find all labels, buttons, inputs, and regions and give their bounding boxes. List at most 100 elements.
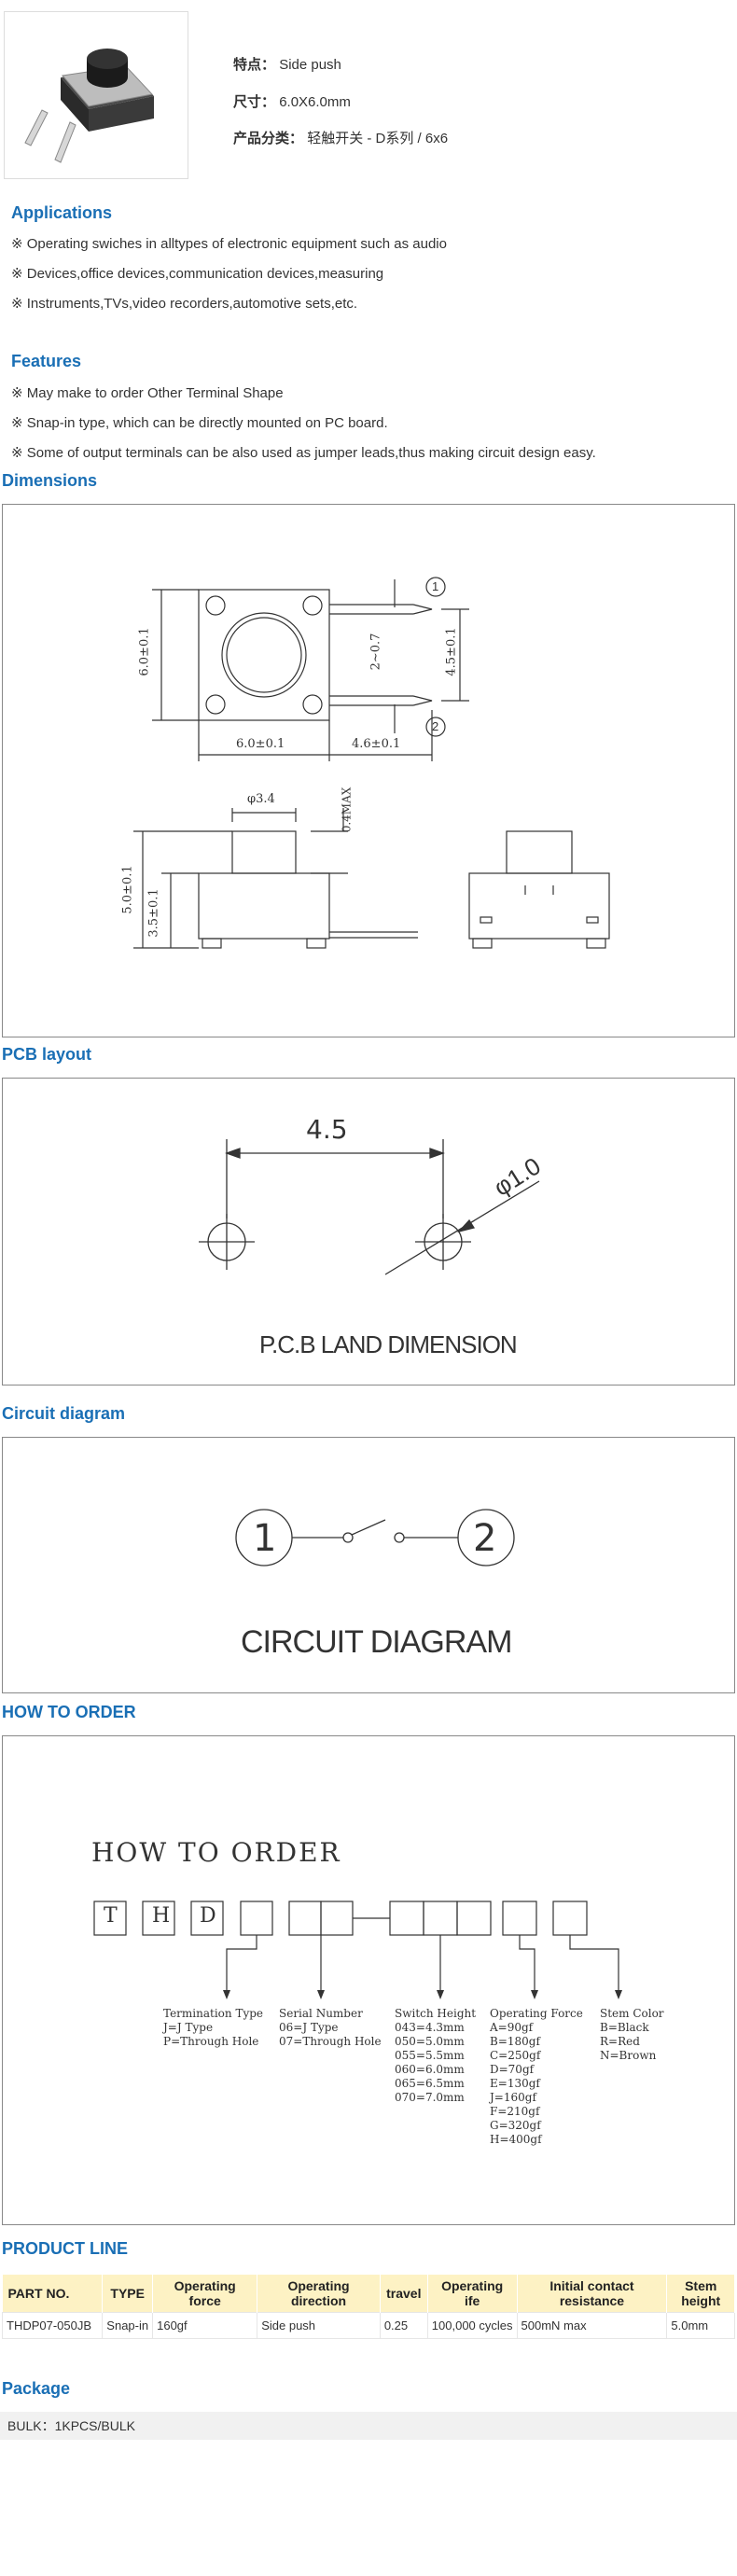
pin1-label: 1 (432, 579, 439, 593)
order-group-label: Stem Color (600, 2007, 664, 2020)
table-cell: THDP07-050JB (1, 2312, 104, 2339)
order-option: N=Brown (600, 2049, 657, 2062)
order-option: J=160gf (490, 2091, 536, 2104)
spec-category: 产品分类： 轻触开关 - D系列 / 6x6 (233, 128, 448, 147)
table-row: THDP07-050JB Snap-in 160gf Side push 0.2… (1, 2312, 735, 2339)
header-line: resistance (559, 2293, 625, 2308)
spec-size-value: 6.0X6.0mm (279, 94, 351, 110)
dimensions-drawing (133, 577, 610, 949)
header-line: force (188, 2293, 221, 2308)
dim-extend-label: 4.6±0.1 (352, 737, 401, 751)
order-option: H=400gf (490, 2133, 542, 2146)
spec-feature-key: 特点： (233, 57, 276, 73)
table-cell: Snap-in (102, 2312, 154, 2339)
switch-top-view (198, 589, 330, 721)
order-option: E=130gf (490, 2077, 540, 2090)
table-cell: 500mN max (516, 2312, 668, 2339)
order-option: C=250gf (490, 2049, 541, 2062)
order-code-h: H (152, 1904, 171, 1928)
order-option: 06=J Type (279, 2021, 339, 2034)
circuit-node-1-label: 1 (253, 1517, 277, 1560)
header-line: Operating (441, 2278, 504, 2293)
dim-width-label: 6.0±0.1 (236, 737, 285, 751)
feature-item: ※ Some of output terminals can be also u… (11, 445, 596, 461)
features-title: Features (11, 352, 82, 370)
order-option: 055=5.5mm (395, 2049, 465, 2062)
dim-stem-max-label: 0.4MAX (340, 787, 354, 833)
circuit-caption: CIRCUIT DIAGRAM (241, 1624, 512, 1660)
table-cell: 160gf (152, 2312, 258, 2339)
tact-switch-photo (24, 49, 154, 163)
product-line-title: PRODUCT LINE (2, 2239, 128, 2258)
order-code-d: D (200, 1904, 216, 1928)
order-option: J=J Type (163, 2021, 214, 2034)
product-image (4, 11, 188, 179)
pcb-spacing-label: 4.5 (306, 1114, 348, 1145)
order-option: P=Through Hole (163, 2035, 259, 2048)
dimensions-drawing-box: 1 2 6.0±0.1 2~0.7 4.5±0.1 6.0±0.1 4.6±0.… (2, 504, 735, 1037)
pcb-drawing-box: 4.5 φ1.0 P.C.B LAND DIMENSION (2, 1078, 735, 1385)
pcb-caption: P.C.B LAND DIMENSION (259, 1330, 518, 1358)
order-title: HOW TO ORDER (2, 1703, 136, 1721)
order-option: B=180gf (490, 2035, 540, 2048)
applications-title: Applications (11, 203, 113, 222)
order-option: A=90gf (490, 2021, 534, 2034)
spec-category-value: 轻触开关 - D系列 / 6x6 (307, 131, 449, 146)
dim-height-label: 6.0±0.1 (137, 627, 152, 676)
pcb-title: PCB layout (2, 1045, 92, 1064)
order-option: 050=5.0mm (395, 2035, 465, 2048)
order-code-diagram (93, 1901, 622, 1999)
dim-pinlen-label: 4.5±0.1 (444, 627, 459, 676)
circuit-title: Circuit diagram (2, 1404, 126, 1423)
header-line: direction (290, 2293, 347, 2308)
application-item: ※ Instruments,TVs,video recorders,automo… (11, 296, 358, 312)
circuit-drawing (235, 1509, 515, 1566)
order-option: B=Black (600, 2021, 649, 2034)
header-line: Stem (685, 2278, 717, 2293)
dim-total-height-label: 5.0±0.1 (120, 865, 135, 914)
dim-pingap-label: 2~0.7 (368, 633, 383, 671)
order-option: 065=6.5mm (395, 2077, 465, 2090)
header-line: TYPE (110, 2286, 145, 2301)
spec-category-key: 产品分类： (233, 131, 304, 146)
header-line: ife (464, 2293, 480, 2308)
order-group-label: Termination Type (163, 2007, 264, 2020)
application-item: ※ Operating swiches in alltypes of elect… (11, 236, 447, 252)
spec-feature-value: Side push (279, 57, 341, 73)
feature-item: ※ May make to order Other Terminal Shape (11, 385, 284, 401)
header-line: Initial contact (549, 2278, 634, 2293)
table-cell: 0.25 (379, 2312, 428, 2339)
circuit-drawing-box: 1 2 CIRCUIT DIAGRAM (2, 1437, 735, 1693)
dim-body-height-label: 3.5±0.1 (146, 888, 161, 938)
order-drawing-box: HOW TO ORDER T H D Termination Type J=J … (2, 1735, 735, 2225)
order-group-height: Switch Height 043=4.3mm 050=5.0mm 055=5.… (395, 2007, 476, 2105)
order-option: D=70gf (490, 2063, 535, 2076)
spec-feature: 特点： Side push (233, 54, 341, 74)
order-group-termination: Termination Type J=J Type P=Through Hole (163, 2007, 263, 2049)
order-group-color: Stem Color B=Black R=Red N=Brown (600, 2007, 664, 2063)
header-line: travel (386, 2286, 422, 2301)
order-group-label: Operating Force (490, 2007, 583, 2020)
header-line: Operating (174, 2278, 236, 2293)
order-group-force: Operating Force A=90gf B=180gf C=250gf D… (490, 2007, 583, 2147)
header-line: height (681, 2293, 721, 2308)
order-option: F=210gf (490, 2105, 540, 2118)
table-cell: 100,000 cycles (426, 2312, 518, 2339)
header-line: Operating (287, 2278, 350, 2293)
order-group-label: Switch Height (395, 2007, 477, 2020)
col-travel: travel (380, 2275, 428, 2313)
order-option: 043=4.3mm (395, 2021, 465, 2034)
circuit-node-2-label: 2 (473, 1517, 497, 1560)
spec-size: 尺寸： 6.0X6.0mm (233, 91, 351, 111)
col-type: TYPE (102, 2275, 154, 2313)
order-option: 070=7.0mm (395, 2091, 465, 2104)
pin2-label: 2 (432, 719, 439, 733)
order-option: R=Red (600, 2035, 640, 2048)
package-text: BULK：1KPCS/BULK (0, 2412, 737, 2440)
col-part-no: PART NO. (2, 2275, 104, 2313)
